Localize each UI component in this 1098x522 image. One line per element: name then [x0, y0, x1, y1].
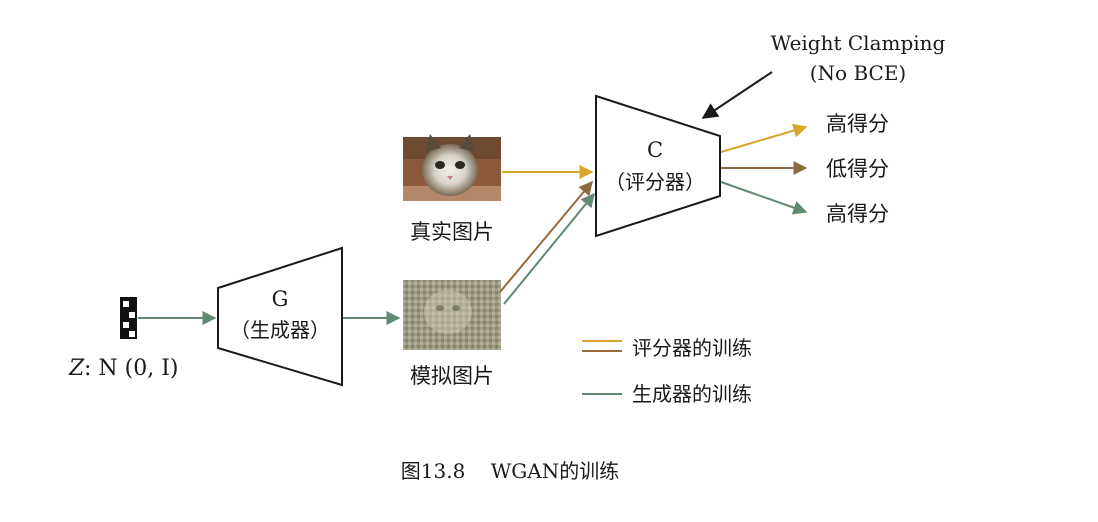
arrow-output-bottom	[720, 181, 808, 215]
noise-vector	[120, 297, 137, 339]
critic-box	[595, 94, 721, 238]
legend-label-generator: 生成器的训练	[632, 382, 752, 406]
generator-name: （生成器）	[230, 318, 330, 342]
critic-symbol: C	[647, 138, 663, 162]
noise-label-dist: : N (0, I)	[84, 356, 179, 381]
arrow-fake-to-critic-critic-training	[499, 180, 593, 293]
output-middle-label: 低得分	[826, 157, 889, 181]
annotation-arrow	[701, 71, 773, 119]
critic-name: （评分器）	[605, 170, 705, 194]
real-image-label: 真实图片	[410, 220, 494, 244]
generator-box	[217, 246, 343, 387]
noise-label-z: Z	[68, 356, 85, 381]
annotation-line2: (No BCE)	[810, 61, 906, 85]
real-image	[403, 134, 501, 201]
generator-symbol: G	[272, 287, 289, 311]
figure-caption: 图13.8 WGAN的训练	[401, 459, 619, 483]
arrow-output-top	[720, 123, 808, 153]
output-top-label: 高得分	[826, 112, 889, 136]
annotation-line1: Weight Clamping	[771, 31, 946, 55]
fake-image-label: 模拟图片	[410, 364, 494, 388]
output-bottom-label: 高得分	[826, 202, 889, 226]
legend: 评分器的训练 生成器的训练	[582, 336, 752, 406]
arrow-fake-to-critic-generator-training	[503, 192, 595, 305]
fake-image	[403, 280, 501, 350]
legend-label-critic: 评分器的训练	[632, 336, 752, 360]
